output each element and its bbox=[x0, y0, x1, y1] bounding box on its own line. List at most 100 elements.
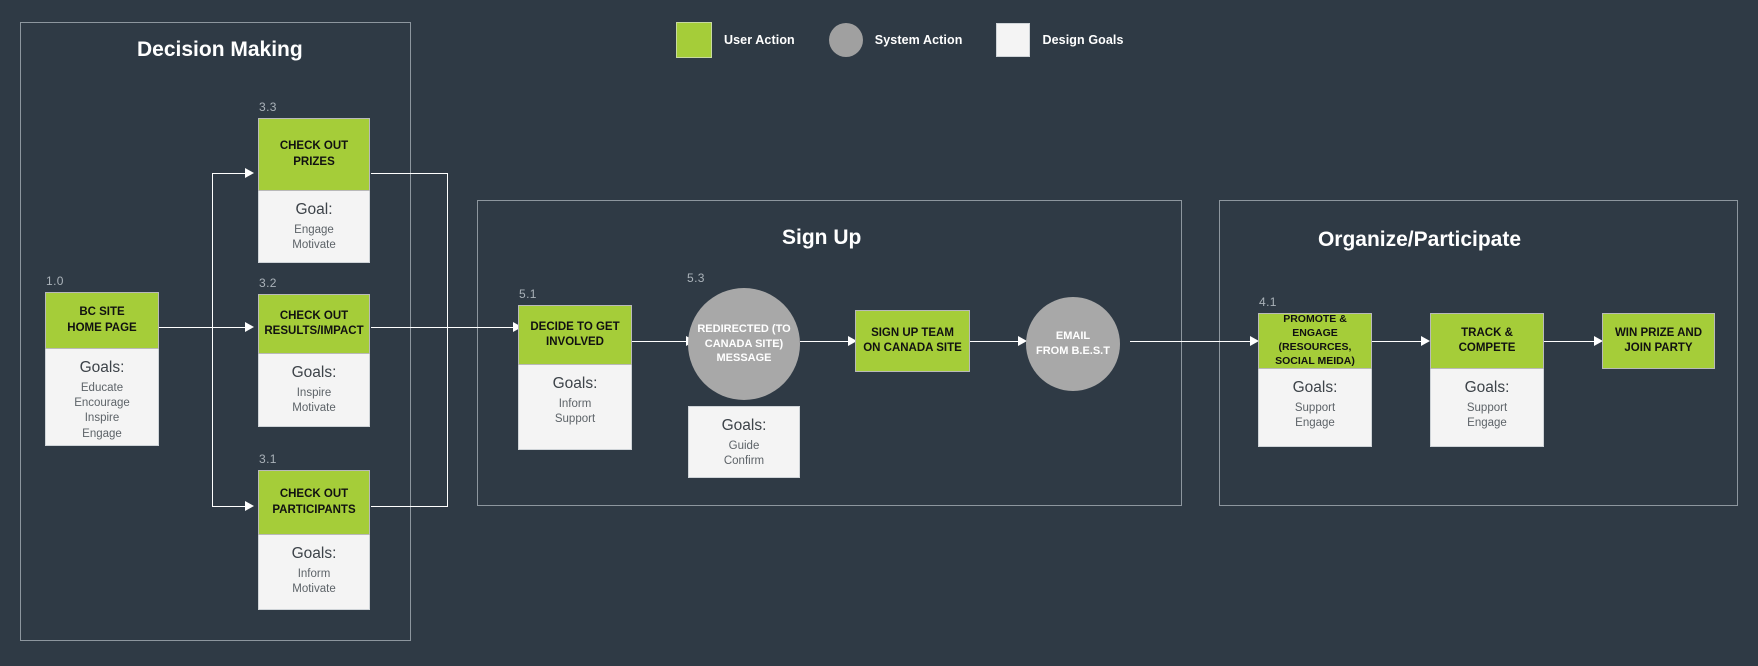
connector-home-to-bus bbox=[159, 327, 212, 328]
connector-bus-to-decide bbox=[447, 327, 519, 328]
node-goals-panel: Goals: Support Engage bbox=[1258, 369, 1372, 447]
node-title-line1: CHECK OUT bbox=[279, 309, 349, 322]
cluster-decision-making bbox=[20, 22, 411, 641]
arrow-to-signup bbox=[848, 336, 857, 346]
node-number: 1.0 bbox=[46, 274, 64, 288]
node-goals-panel: Goals: Inspire Motivate bbox=[258, 354, 370, 427]
legend-item-system-action: System Action bbox=[828, 23, 963, 57]
goals-line: Support bbox=[1466, 401, 1508, 414]
goals-title: Goals: bbox=[721, 417, 767, 434]
node-title-line2: ON CANADA SITE bbox=[863, 342, 962, 354]
legend-item-user-action: User Action bbox=[676, 22, 795, 58]
connector-email-to-promote bbox=[1130, 341, 1256, 342]
goals-line: Inform bbox=[297, 567, 331, 580]
node-title-line1: CHECK OUT bbox=[279, 488, 349, 501]
node-title-line2: PRIZES bbox=[293, 155, 335, 168]
arrow-to-decide bbox=[513, 322, 522, 332]
node-goals-panel: Goals: Educate Encourage Inspire Engage bbox=[45, 349, 159, 446]
arrow-to-prizes bbox=[245, 168, 254, 178]
node-header[interactable]: TRACK & COMPETE bbox=[1430, 313, 1544, 369]
node-check-out-results-impact[interactable]: 3.2 CHECK OUT RESULTS/IMPACT Goals: Insp… bbox=[258, 276, 370, 427]
connector-bus-vertical-right bbox=[447, 173, 448, 507]
node-title-line1: PROMOTE & ENGAGE bbox=[1283, 313, 1347, 340]
node-win-prize-join-party[interactable]: WIN PRIZE AND JOIN PARTY bbox=[1602, 313, 1715, 369]
node-header[interactable]: WIN PRIZE AND JOIN PARTY bbox=[1602, 313, 1715, 369]
arrow-to-participants bbox=[245, 501, 254, 511]
node-number: 4.1 bbox=[1259, 295, 1277, 309]
legend-label-user-action: User Action bbox=[724, 33, 795, 47]
goals-title: Goal: bbox=[295, 201, 333, 218]
goals-line: Confirm bbox=[723, 455, 765, 468]
node-decide-to-get-involved[interactable]: 5.1 DECIDE TO GET INVOLVED Goals: Inform… bbox=[518, 287, 632, 450]
goals-title: Goals: bbox=[1292, 379, 1338, 396]
node-header[interactable]: DECIDE TO GET INVOLVED bbox=[518, 305, 632, 365]
node-title-line1: REDIRECTED (TO bbox=[697, 322, 791, 335]
node-title-line2: JOIN PARTY bbox=[1624, 342, 1693, 354]
cluster-title-decision-making: Decision Making bbox=[137, 38, 303, 61]
goals-line: Inspire bbox=[296, 386, 332, 399]
node-number: 5.3 bbox=[687, 271, 705, 285]
goals-line: Engage bbox=[1295, 417, 1335, 430]
node-check-out-participants[interactable]: 3.1 CHECK OUT PARTICIPANTS Goals: Inform… bbox=[258, 452, 370, 610]
arrow-to-email bbox=[1018, 336, 1027, 346]
user-action-swatch-icon bbox=[676, 22, 712, 58]
node-title-line2: RESULTS/IMPACT bbox=[264, 325, 364, 337]
node-header[interactable]: EMAIL FROM B.E.S.T bbox=[1026, 297, 1120, 391]
goals-line: Support bbox=[1294, 401, 1336, 414]
node-title-line2: FROM B.E.S.T bbox=[1036, 345, 1110, 357]
node-header[interactable]: CHECK OUT PRIZES bbox=[258, 118, 370, 191]
legend: User Action System Action Design Goals bbox=[676, 22, 1158, 58]
node-header[interactable]: CHECK OUT PARTICIPANTS bbox=[258, 470, 370, 535]
node-title-line1: DECIDE TO GET bbox=[530, 320, 620, 333]
goals-line: Guide bbox=[728, 439, 760, 452]
connector-decide-to-redirected bbox=[632, 341, 692, 342]
goals-title: Goals: bbox=[291, 364, 337, 381]
goals-line: Motivate bbox=[292, 402, 336, 415]
node-sign-up-team[interactable]: SIGN UP TEAM ON CANADA SITE bbox=[855, 310, 970, 372]
system-action-circle-icon bbox=[828, 23, 863, 57]
node-bc-site-home-page[interactable]: 1.0 BC SITE HOME PAGE Goals: Educate Enc… bbox=[45, 274, 159, 446]
node-goals-panel-redirected: Goals: Guide Confirm bbox=[688, 406, 800, 478]
node-header[interactable]: CHECK OUT RESULTS/IMPACT bbox=[258, 294, 370, 354]
node-number: 5.1 bbox=[519, 287, 537, 301]
node-email-from-best[interactable]: EMAIL FROM B.E.S.T bbox=[1026, 297, 1120, 391]
goals-line: Inform bbox=[558, 397, 592, 410]
node-title-line2: HOME PAGE bbox=[67, 321, 137, 334]
node-title-line1: TRACK & COMPETE bbox=[1458, 326, 1516, 354]
goals-title: Goals: bbox=[552, 375, 598, 392]
node-promote-and-engage[interactable]: 4.1 PROMOTE & ENGAGE (RESOURCES, SOCIAL … bbox=[1258, 295, 1372, 447]
arrow-to-track bbox=[1421, 336, 1430, 346]
connector-prizes-out bbox=[371, 173, 448, 174]
design-goals-swatch-icon bbox=[996, 23, 1031, 57]
node-title-line3: MESSAGE bbox=[716, 352, 772, 365]
node-header[interactable]: PROMOTE & ENGAGE (RESOURCES, SOCIAL MEID… bbox=[1258, 313, 1372, 369]
cluster-organize-participate bbox=[1219, 200, 1738, 506]
node-redirected-message[interactable]: 5.3 REDIRECTED (TO CANADA SITE) MESSAGE bbox=[687, 271, 800, 400]
node-goals-panel: Goal: Engage Motivate bbox=[258, 191, 370, 263]
goals-line: Educate bbox=[80, 381, 124, 394]
node-header[interactable]: SIGN UP TEAM ON CANADA SITE bbox=[855, 310, 970, 372]
goals-line: Motivate bbox=[292, 583, 336, 596]
node-header[interactable]: BC SITE HOME PAGE bbox=[45, 292, 159, 349]
node-header[interactable]: REDIRECTED (TO CANADA SITE) MESSAGE bbox=[688, 288, 800, 400]
node-title-line1: WIN PRIZE AND bbox=[1614, 326, 1703, 339]
node-goals-panel: Goals: Support Engage bbox=[1430, 369, 1544, 447]
arrow-to-promote bbox=[1250, 336, 1259, 346]
arrow-to-win bbox=[1594, 336, 1603, 346]
connector-redirected-to-signup bbox=[800, 341, 854, 342]
arrow-to-results bbox=[245, 322, 254, 332]
legend-item-design-goals: Design Goals bbox=[996, 23, 1123, 57]
node-number: 3.2 bbox=[259, 276, 277, 290]
node-number: 3.3 bbox=[259, 100, 277, 114]
node-goals-panel: Goals: Inform Motivate bbox=[258, 535, 370, 610]
goals-line: Engage bbox=[82, 427, 122, 440]
node-check-out-prizes[interactable]: 3.3 CHECK OUT PRIZES Goal: Engage Motiva… bbox=[258, 100, 370, 263]
node-title-line2: CANADA SITE) bbox=[704, 337, 784, 350]
node-title-line3: SOCIAL MEIDA) bbox=[1275, 354, 1355, 367]
goals-line: Engage bbox=[294, 223, 334, 236]
node-title-line2: INVOLVED bbox=[546, 336, 604, 348]
node-title-line2: PARTICIPANTS bbox=[272, 503, 356, 516]
cluster-title-sign-up: Sign Up bbox=[782, 226, 862, 249]
node-track-and-compete[interactable]: TRACK & COMPETE Goals: Support Engage bbox=[1430, 313, 1544, 447]
